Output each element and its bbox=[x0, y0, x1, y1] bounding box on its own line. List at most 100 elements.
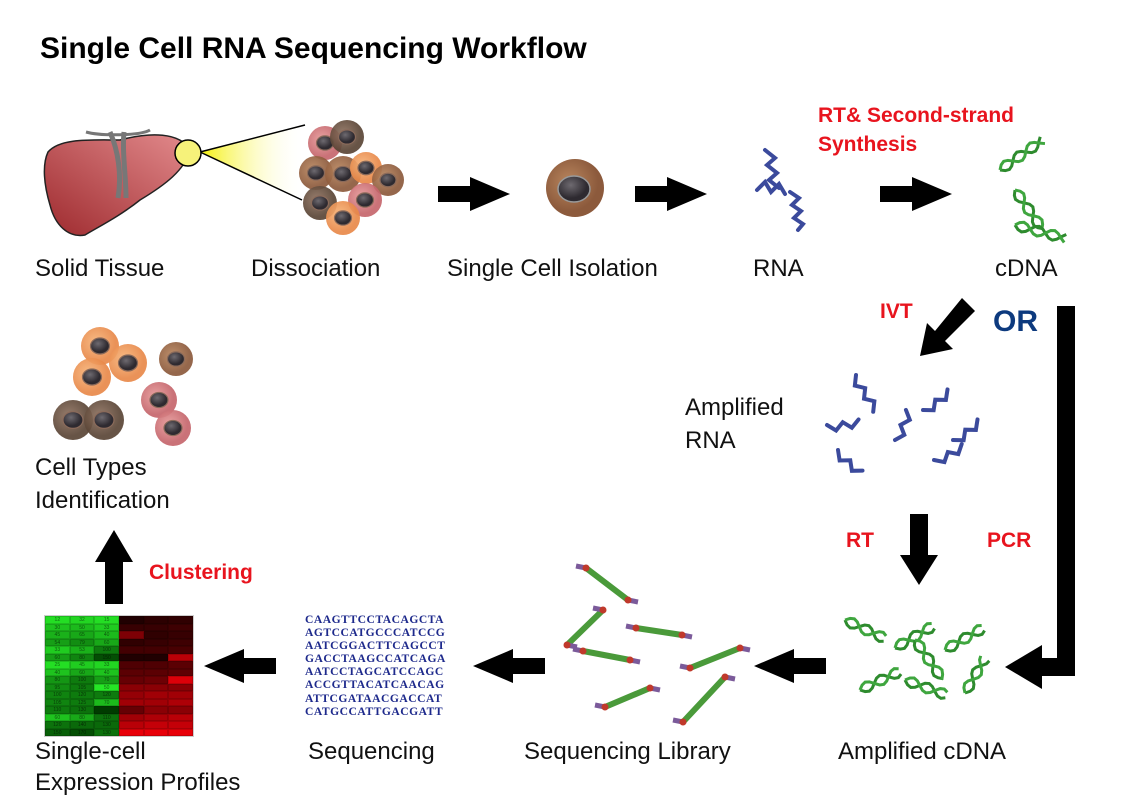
arrow-down-icon bbox=[900, 514, 938, 585]
heatmap-cell: 54 bbox=[45, 638, 70, 646]
dna-helix-icon bbox=[1013, 220, 1067, 244]
heatmap-cell bbox=[118, 721, 144, 729]
rna-strand-icon bbox=[932, 442, 964, 465]
library-fragment-icon bbox=[575, 563, 639, 605]
heatmap-cell: 33 bbox=[45, 646, 70, 654]
label-amplified-cdna: Amplified cDNA bbox=[838, 738, 1007, 765]
heatmap-cell bbox=[168, 683, 193, 691]
heatmap-cell: 15 bbox=[94, 616, 119, 624]
heatmap-cell bbox=[168, 616, 193, 624]
heatmap-cell bbox=[168, 623, 193, 631]
rna-icon bbox=[755, 148, 806, 232]
label-rna: RNA bbox=[753, 255, 804, 282]
dna-helix-icon bbox=[903, 676, 949, 700]
heatmap-cell bbox=[143, 706, 169, 714]
process-rt: RT bbox=[846, 529, 874, 552]
label-expression-line2: Expression Profiles bbox=[35, 769, 241, 796]
arrow-right-icon bbox=[880, 177, 952, 211]
label-cell-types-line2: Identification bbox=[35, 487, 170, 514]
cell-icon bbox=[81, 327, 119, 365]
heatmap-cell bbox=[143, 653, 169, 661]
liver-icon bbox=[43, 128, 191, 237]
heatmap-cell: 150 bbox=[45, 728, 70, 736]
heatmap-cell bbox=[118, 668, 144, 676]
label-amplified-rna-line1: Amplified bbox=[685, 394, 784, 421]
arrow-up-icon bbox=[95, 530, 133, 604]
arrow-down-left-icon bbox=[920, 298, 975, 356]
heatmap-cell bbox=[168, 631, 193, 639]
library-fragment-icon bbox=[672, 673, 736, 726]
sequence-read: GACCTAAGCCATCAGA bbox=[305, 652, 446, 666]
heatmap-cell: 120 bbox=[45, 721, 70, 729]
heatmap-cell: 12 bbox=[45, 616, 70, 624]
arrow-left-icon bbox=[473, 649, 545, 683]
cell-icon bbox=[330, 120, 364, 154]
heatmap-cell: 50 bbox=[69, 623, 95, 631]
heatmap-cell: 60 bbox=[94, 638, 119, 646]
heatmap-cell: 30 bbox=[45, 623, 70, 631]
rna-strand-icon bbox=[836, 448, 865, 473]
heatmap-cell bbox=[143, 616, 169, 624]
heatmap-cell bbox=[168, 661, 193, 669]
heatmap-cell: 79 bbox=[69, 638, 95, 646]
library-fragment-icon bbox=[572, 646, 641, 665]
heatmap-cell: 110 bbox=[94, 713, 119, 721]
dna-helix-icon bbox=[858, 667, 903, 694]
heatmap-cell: 45 bbox=[69, 661, 95, 669]
amplified-rna-icon bbox=[825, 373, 980, 473]
heatmap-cell bbox=[118, 661, 144, 669]
cdna-icon bbox=[998, 136, 1067, 244]
heatmap-cell bbox=[168, 638, 193, 646]
cell-icon bbox=[141, 382, 177, 418]
dna-helix-icon bbox=[998, 136, 1046, 173]
dna-helix-icon bbox=[962, 655, 991, 695]
heatmap-cell bbox=[118, 676, 144, 684]
heatmap-cell: 50 bbox=[94, 683, 119, 691]
arrow-right-icon bbox=[635, 177, 707, 211]
sequence-read: AATCGGACTTCAGCCT bbox=[305, 639, 446, 653]
heatmap-cell bbox=[118, 713, 144, 721]
magnifier-icon bbox=[174, 124, 306, 201]
heatmap-cell bbox=[94, 706, 119, 714]
heatmap-cell: 65 bbox=[69, 631, 95, 639]
cell-icon bbox=[53, 400, 93, 440]
library-fragment-icon bbox=[594, 684, 661, 711]
dissociated-cells-icon bbox=[299, 120, 404, 235]
heatmap-cell: 60 bbox=[69, 668, 95, 676]
heatmap-cell bbox=[143, 721, 169, 729]
heatmap-cell: 40 bbox=[45, 668, 70, 676]
heatmap-cell bbox=[118, 691, 144, 699]
arrow-right-icon bbox=[438, 177, 510, 211]
heatmap-cell bbox=[118, 683, 144, 691]
dna-helix-icon bbox=[912, 638, 945, 681]
heatmap-cell bbox=[118, 623, 144, 631]
label-single-cell-isolation: Single Cell Isolation bbox=[447, 255, 658, 282]
arrow-left-icon bbox=[754, 649, 826, 683]
heatmap-cell: 105 bbox=[45, 698, 70, 706]
heatmap-cell: 125 bbox=[69, 698, 95, 706]
heatmap-cell bbox=[143, 728, 169, 736]
amplified-cdna-icon bbox=[843, 616, 991, 700]
heatmap-cell: 40 bbox=[94, 668, 119, 676]
rna-strand-icon bbox=[951, 417, 980, 443]
sequence-read: CAAGTTCCTACAGCTA bbox=[305, 613, 444, 626]
heatmap-cell bbox=[143, 646, 169, 654]
or-label: OR bbox=[993, 305, 1038, 338]
process-clustering: Clustering bbox=[149, 561, 253, 584]
heatmap-cell: 100 bbox=[45, 691, 70, 699]
cell-icon bbox=[372, 164, 404, 196]
library-fragment-icon bbox=[679, 644, 751, 672]
heatmap-cell bbox=[118, 653, 144, 661]
rna-strand-icon bbox=[852, 373, 877, 414]
heatmap-cell bbox=[168, 668, 193, 676]
heatmap-cell bbox=[168, 646, 193, 654]
heatmap-cell bbox=[118, 728, 144, 736]
rna-strand-icon bbox=[825, 417, 861, 434]
heatmap-cell bbox=[168, 721, 193, 729]
heatmap-cell: 60 bbox=[45, 653, 70, 661]
heatmap-cell: 120 bbox=[94, 691, 119, 699]
heatmap-cell: 140 bbox=[69, 721, 95, 729]
